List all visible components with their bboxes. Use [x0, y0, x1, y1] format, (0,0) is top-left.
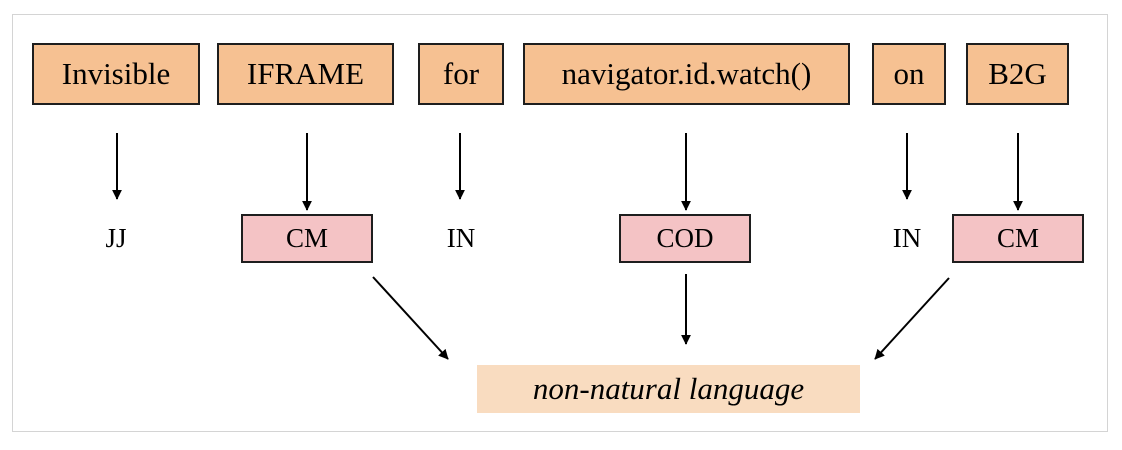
token-iframe: IFRAME [217, 43, 394, 105]
token-navigator-id-watch: navigator.id.watch() [523, 43, 850, 105]
token-for: for [418, 43, 504, 105]
tag-cm-1: CM [241, 214, 373, 263]
tag-cod: COD [619, 214, 751, 263]
token-b2g: B2G [966, 43, 1069, 105]
arrow-cm2-to-result [874, 277, 950, 360]
tag-in-2: IN [892, 223, 922, 253]
result-label: non-natural language [477, 365, 860, 413]
tag-jj: JJ [105, 223, 127, 253]
token-on: on [872, 43, 946, 105]
tag-in-1: IN [446, 223, 476, 253]
token-invisible: Invisible [32, 43, 200, 105]
arrow-cm-to-result [372, 276, 449, 360]
tag-cm-2: CM [952, 214, 1084, 263]
